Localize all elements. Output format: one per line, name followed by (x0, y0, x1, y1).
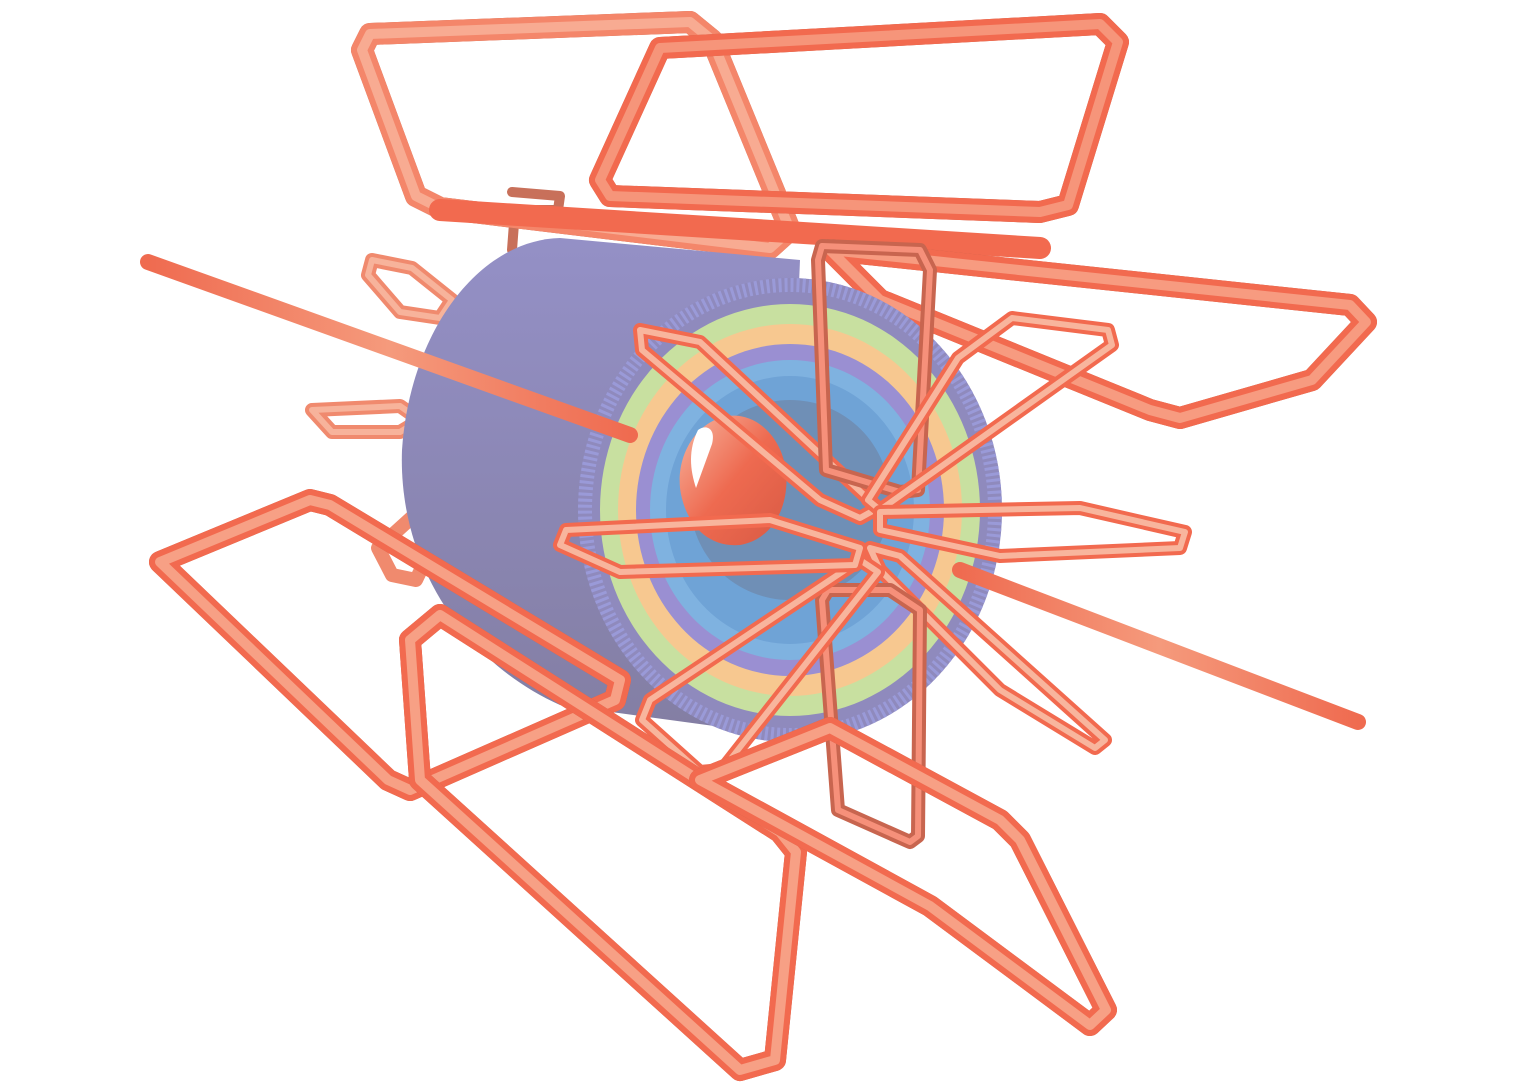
endcap-coils (553, 239, 1192, 849)
top-toroid-coil (351, 11, 1129, 259)
bottom-left-toroid-coil (149, 489, 807, 1081)
beam-pipe-left (140, 254, 638, 443)
bottom-right-toroid-coil (689, 717, 1117, 1036)
beam-pipe-right (952, 562, 1366, 730)
beam-pipe (140, 254, 1366, 730)
top-coil-crossbar (429, 199, 1051, 259)
